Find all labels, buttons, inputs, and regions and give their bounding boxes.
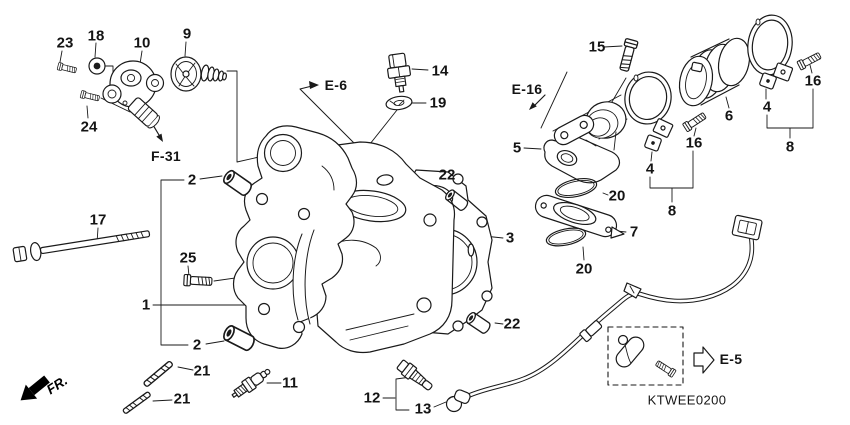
o-ring-20-upper-drawing <box>554 178 598 198</box>
stud-21-upper-drawing <box>142 360 174 388</box>
fr-direction-arrow <box>20 375 50 401</box>
bolt-15-drawing <box>617 37 639 73</box>
part-callout-4: 4 <box>645 160 655 178</box>
ref-arrow-e6 <box>299 81 364 153</box>
part-callout-18: 18 <box>87 27 105 45</box>
bolt-24-drawing <box>79 90 101 103</box>
sensor-12-drawing <box>396 359 433 391</box>
part-callout-16: 16 <box>685 134 703 152</box>
part-callout-4: 4 <box>762 98 772 116</box>
dowel-pin-22-bottom-drawing <box>464 310 493 336</box>
part-callout-12: 12 <box>363 389 381 407</box>
part-callout-5: 5 <box>512 139 522 157</box>
part-callout-11: 11 <box>282 374 298 392</box>
part-callout-25: 25 <box>179 249 197 267</box>
stud-21-lower-drawing <box>121 390 152 415</box>
cable-clip <box>623 282 642 299</box>
e5-clamp-group-drawing <box>607 326 684 386</box>
washer-18-drawing <box>88 57 106 75</box>
part-callout-21: 21 <box>193 362 211 380</box>
part-callout-8: 8 <box>667 202 677 220</box>
nut-4-left-drawing <box>644 134 662 152</box>
part-callout-14: 14 <box>431 62 449 80</box>
diagram-code: KTWEE0200 <box>647 392 727 408</box>
ref-label-f-31: F-31 <box>151 148 181 164</box>
cable-end-connector <box>731 214 763 241</box>
part-callout-1: 1 <box>141 296 151 314</box>
part-callout-22: 22 <box>438 166 456 184</box>
cable-ferrule <box>579 320 603 343</box>
ref-arrow-e16 <box>529 94 546 110</box>
dowel-pin-2-top-drawing <box>220 168 255 198</box>
band-clamp-8-right-drawing <box>747 14 794 82</box>
part-callout-2: 2 <box>192 336 202 354</box>
insulator-plate-7-drawing <box>534 194 625 239</box>
thermostat-drawing <box>170 56 227 92</box>
screw-16-right-drawing <box>796 50 823 71</box>
thermostat-cover-drawing <box>102 60 165 129</box>
ref-label-e-6: E-6 <box>324 77 348 93</box>
part-callout-17: 17 <box>89 211 107 229</box>
part-callout-16: 16 <box>804 72 822 90</box>
bolt-23-drawing <box>56 62 78 75</box>
intake-duct-6-drawing <box>678 37 751 107</box>
part-callout-15: 15 <box>588 38 606 56</box>
part-callout-3: 3 <box>505 229 515 247</box>
part-callout-2: 2 <box>187 171 197 189</box>
ref-label-e-16: E-16 <box>511 81 543 97</box>
spark-plug-drawing <box>231 368 271 398</box>
part-callout-9: 9 <box>182 25 192 43</box>
intake-manifold-drawing <box>543 101 627 184</box>
screw-16-left-drawing <box>681 110 708 133</box>
head-cover-drawing <box>232 125 358 349</box>
bolt-25-drawing <box>183 273 213 288</box>
nut-4-right-drawing <box>759 72 777 90</box>
sensor-cable-drawing <box>445 214 763 413</box>
sealing-washer-19-drawing <box>385 95 413 111</box>
band-clamp-8-left-drawing <box>624 71 674 138</box>
part-callout-21: 21 <box>173 390 191 408</box>
part-callout-8: 8 <box>785 138 795 156</box>
part-callout-20: 20 <box>575 260 593 278</box>
part-callout-24: 24 <box>80 118 98 136</box>
part-callout-6: 6 <box>724 107 734 125</box>
part-callout-7: 7 <box>629 223 639 241</box>
cable-connector-13 <box>445 389 471 413</box>
temp-sensor-drawing <box>387 52 411 93</box>
part-callout-10: 10 <box>133 34 151 52</box>
part-callout-20: 20 <box>608 187 626 205</box>
long-bolt-17-drawing <box>12 230 151 263</box>
part-callout-19: 19 <box>429 94 447 112</box>
o-ring-20-lower-drawing <box>545 227 587 247</box>
part-callout-13: 13 <box>414 400 432 418</box>
part-callout-23: 23 <box>56 34 74 52</box>
part-callout-22: 22 <box>503 315 521 333</box>
ref-label-e-5: E-5 <box>719 351 743 367</box>
ref-arrow-e5 <box>693 346 715 374</box>
